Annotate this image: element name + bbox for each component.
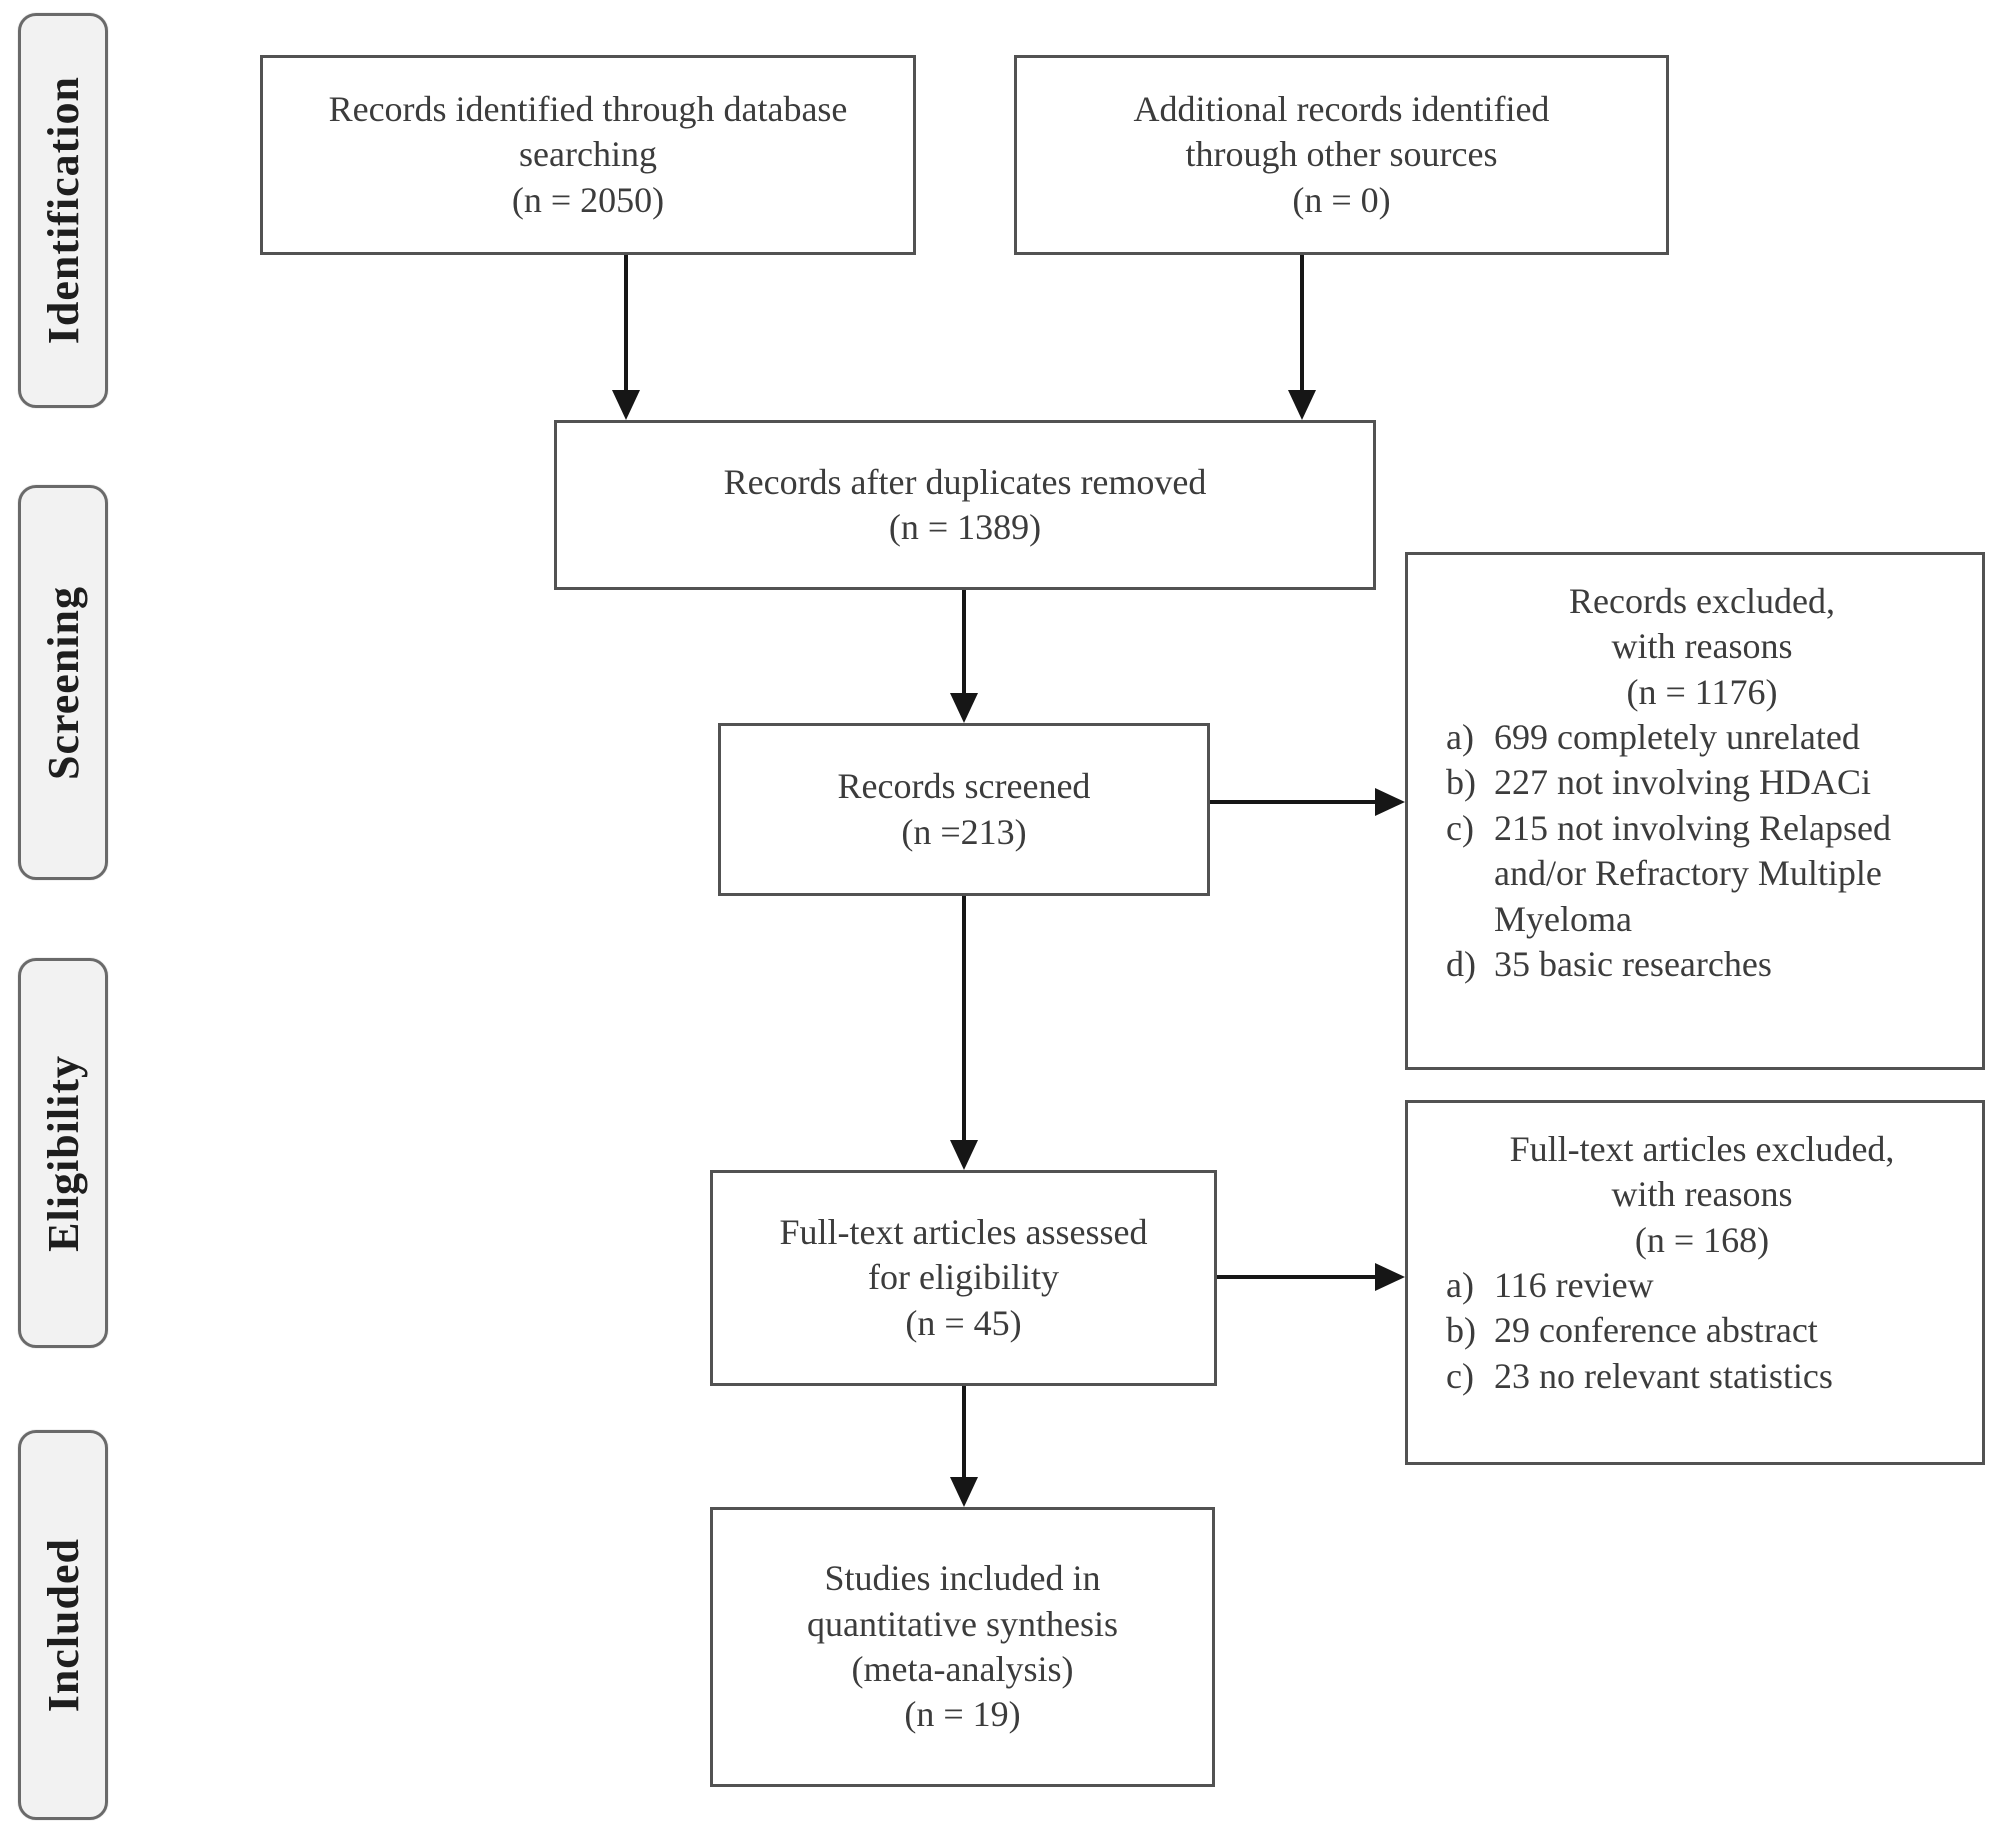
- box-records-identified: Records identified through database sear…: [260, 55, 916, 255]
- exclusion-reason-item: b) 227 not involving HDACi: [1446, 760, 1958, 805]
- reason-text: 23 no relevant statistics: [1494, 1355, 1833, 1396]
- box-records-excluded-title: Records excluded, with reasons (n = 1176…: [1569, 581, 1835, 712]
- box-records-screened: Records screened (n =213): [718, 723, 1210, 896]
- reason-marker: d): [1446, 943, 1476, 984]
- box-duplicates-removed-text: Records after duplicates removed (n = 13…: [723, 461, 1207, 547]
- arrow-head-icon: [1375, 788, 1405, 816]
- arrow-head-icon: [1375, 1263, 1405, 1291]
- arrow-shaft: [1210, 800, 1378, 804]
- exclusion-reason-item: d) 35 basic researches: [1446, 942, 1958, 987]
- stage-label-text: Identification: [38, 76, 88, 345]
- box-records-excluded: Records excluded, with reasons (n = 1176…: [1405, 552, 1985, 1070]
- box-fulltext-assessed: Full-text articles assessed for eligibil…: [710, 1170, 1217, 1386]
- box-records-identified-text: Records identified through database sear…: [328, 88, 848, 220]
- box-fulltext-excluded: Full-text articles excluded, with reason…: [1405, 1100, 1985, 1465]
- stage-label-text: Eligibility: [38, 1054, 88, 1252]
- arrow-head-icon: [1288, 390, 1316, 420]
- exclusion-reason-item: a) 699 completely unrelated: [1446, 715, 1958, 760]
- exclusion-reason-item: c) 215 not involving Relapsed and/or Ref…: [1446, 806, 1958, 942]
- arrow-head-icon: [950, 1140, 978, 1170]
- arrow-shaft: [962, 590, 966, 696]
- arrow-shaft: [624, 255, 628, 393]
- reason-marker: a): [1446, 1265, 1474, 1306]
- box-fulltext-assessed-text: Full-text articles assessed for eligibil…: [779, 1211, 1148, 1343]
- arrow-head-icon: [950, 1477, 978, 1507]
- box-additional-records-text: Additional records identified through ot…: [1133, 88, 1550, 220]
- arrow-head-icon: [950, 693, 978, 723]
- box-records-screened-text: Records screened (n =213): [837, 766, 1091, 852]
- exclusion-reason-item: a) 116 review: [1446, 1263, 1958, 1308]
- stage-label-identification: Identification: [18, 13, 108, 408]
- exclusion-reason-item: c) 23 no relevant statistics: [1446, 1354, 1958, 1399]
- stage-label-text: Included: [38, 1537, 88, 1713]
- arrow-head-icon: [612, 390, 640, 420]
- reason-marker: a): [1446, 717, 1474, 758]
- reason-text: 35 basic researches: [1494, 943, 1772, 984]
- stage-label-eligibility: Eligibility: [18, 958, 108, 1348]
- reason-text: 227 not involving HDACi: [1494, 762, 1872, 803]
- box-duplicates-removed: Records after duplicates removed (n = 13…: [554, 420, 1376, 590]
- reason-marker: c): [1446, 807, 1474, 848]
- reason-text: 116 review: [1494, 1265, 1654, 1306]
- stage-label-screening: Screening: [18, 485, 108, 880]
- exclusion-reason-item: b) 29 conference abstract: [1446, 1308, 1958, 1353]
- box-fulltext-excluded-title: Full-text articles excluded, with reason…: [1509, 1129, 1895, 1260]
- box-additional-records: Additional records identified through ot…: [1014, 55, 1669, 255]
- reason-text: 215 not involving Relapsed and/or Refrac…: [1494, 807, 1891, 939]
- reason-marker: b): [1446, 1310, 1476, 1351]
- stage-label-text: Screening: [38, 585, 88, 780]
- arrow-shaft: [962, 1386, 966, 1480]
- box-studies-included: Studies included in quantitative synthes…: [710, 1507, 1215, 1787]
- reason-text: 29 conference abstract: [1494, 1310, 1818, 1351]
- stage-label-included: Included: [18, 1430, 108, 1820]
- arrow-shaft: [1300, 255, 1304, 393]
- arrow-shaft: [962, 896, 966, 1143]
- reason-marker: c): [1446, 1355, 1474, 1396]
- box-studies-included-text: Studies included in quantitative synthes…: [807, 1558, 1118, 1735]
- reason-text: 699 completely unrelated: [1494, 717, 1860, 758]
- reason-marker: b): [1446, 762, 1476, 803]
- arrow-shaft: [1217, 1275, 1378, 1279]
